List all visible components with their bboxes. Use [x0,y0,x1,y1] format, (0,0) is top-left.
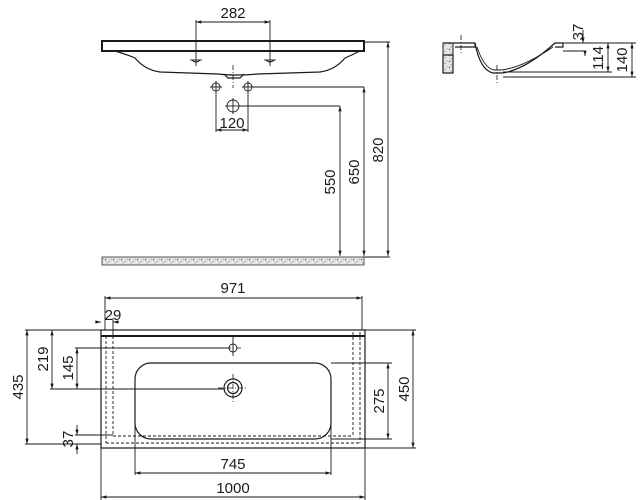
dim-top-height: 820 [370,137,387,162]
dim-waste-height: 550 [322,169,339,194]
dim-bowl-length: 745 [220,456,245,473]
dim-depth-left: 435 [10,374,27,399]
tap-hole-left-icon [190,58,202,66]
dim-tap-depth: 219 [35,346,52,371]
dim-overall-width: 1000 [216,480,249,497]
dim-edge-offset: 29 [105,307,122,324]
dim-depth-right: 450 [396,376,413,401]
dim-supply-height: 650 [346,159,363,184]
dim-waste-spacing: 120 [219,115,244,132]
dim-tap-to-drain: 145 [60,355,77,380]
dim-bowl-width: 275 [371,388,388,413]
dim-rim-offset: 37 [570,24,587,41]
dim-inner-width: 971 [220,280,245,297]
top-view: 971 29 1000 745 435 219 145 37 [10,280,416,500]
tap-hole-right-icon [264,58,276,66]
dim-front-offset: 37 [60,431,77,448]
dim-total-height: 140 [614,47,631,72]
drain-icon [218,374,248,402]
bowl-profile [114,50,361,76]
front-view: 282 120 550 650 [101,5,390,266]
floor [101,256,365,266]
tap-hole-icon [226,336,241,356]
basin-top-slab [101,40,365,52]
waste-pipe-icon [225,98,241,114]
dim-tap-hole-spacing: 282 [220,5,245,22]
dim-bowl-depth: 114 [590,46,607,70]
side-view: 37 114 140 [442,24,636,84]
